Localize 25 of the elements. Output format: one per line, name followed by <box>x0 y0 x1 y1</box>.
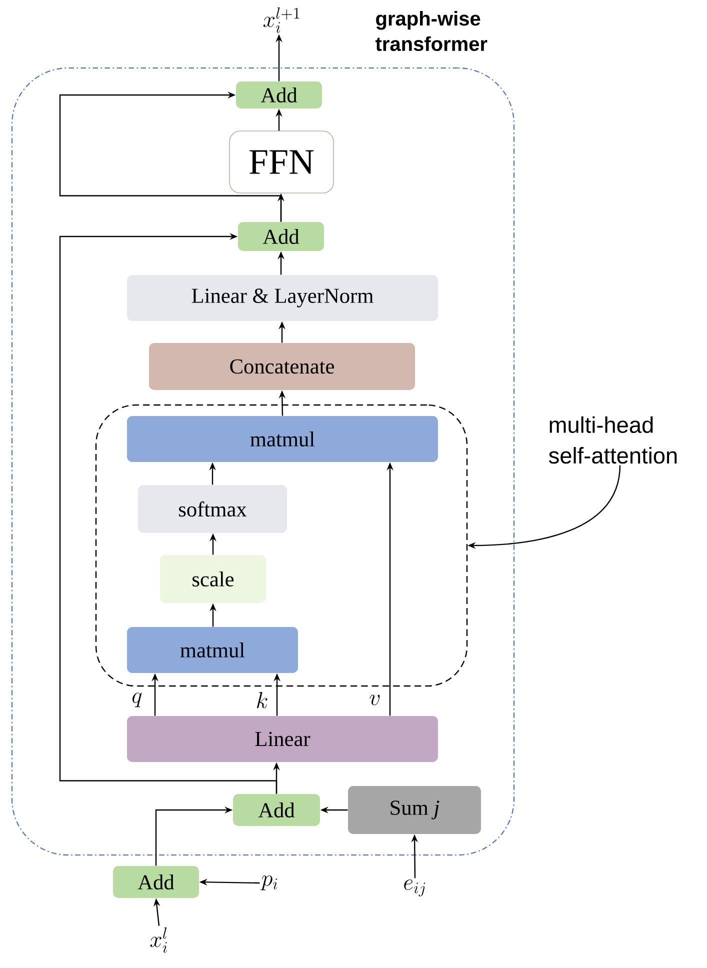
add-box: Add <box>236 82 322 108</box>
heading: graph-wise transformer <box>376 11 488 52</box>
process-box: scale <box>160 555 266 603</box>
process-box: Sumj <box>348 786 481 834</box>
variable-label: $p_i$ <box>260 876 278 890</box>
matmul-box: matmul <box>127 416 438 462</box>
ffn-box: FFN <box>229 130 334 194</box>
process-box: softmax <box>138 485 287 533</box>
variable-label: $e_{ij}$ <box>404 880 426 896</box>
process-box: Linear & LayerNorm <box>127 275 438 321</box>
variable-label: $x_i^{l+1}$ <box>263 7 300 33</box>
annotation-text: multi-head self-attention <box>548 416 677 464</box>
variable-label: $x_i^{l}$ <box>150 927 167 953</box>
edge-label: $k$ <box>257 692 268 708</box>
add-box: Add <box>233 794 320 826</box>
attention-box <box>95 404 468 687</box>
add-box: Add <box>113 866 199 898</box>
edge-label: $q$ <box>132 692 142 708</box>
add-box: Add <box>238 222 324 251</box>
process-box: Linear <box>127 716 438 762</box>
process-box: Concatenate <box>149 343 415 390</box>
matmul-box: matmul <box>127 627 298 673</box>
arrow <box>59 233 278 794</box>
arrow <box>59 92 282 222</box>
edge-label: $v$ <box>370 694 380 706</box>
